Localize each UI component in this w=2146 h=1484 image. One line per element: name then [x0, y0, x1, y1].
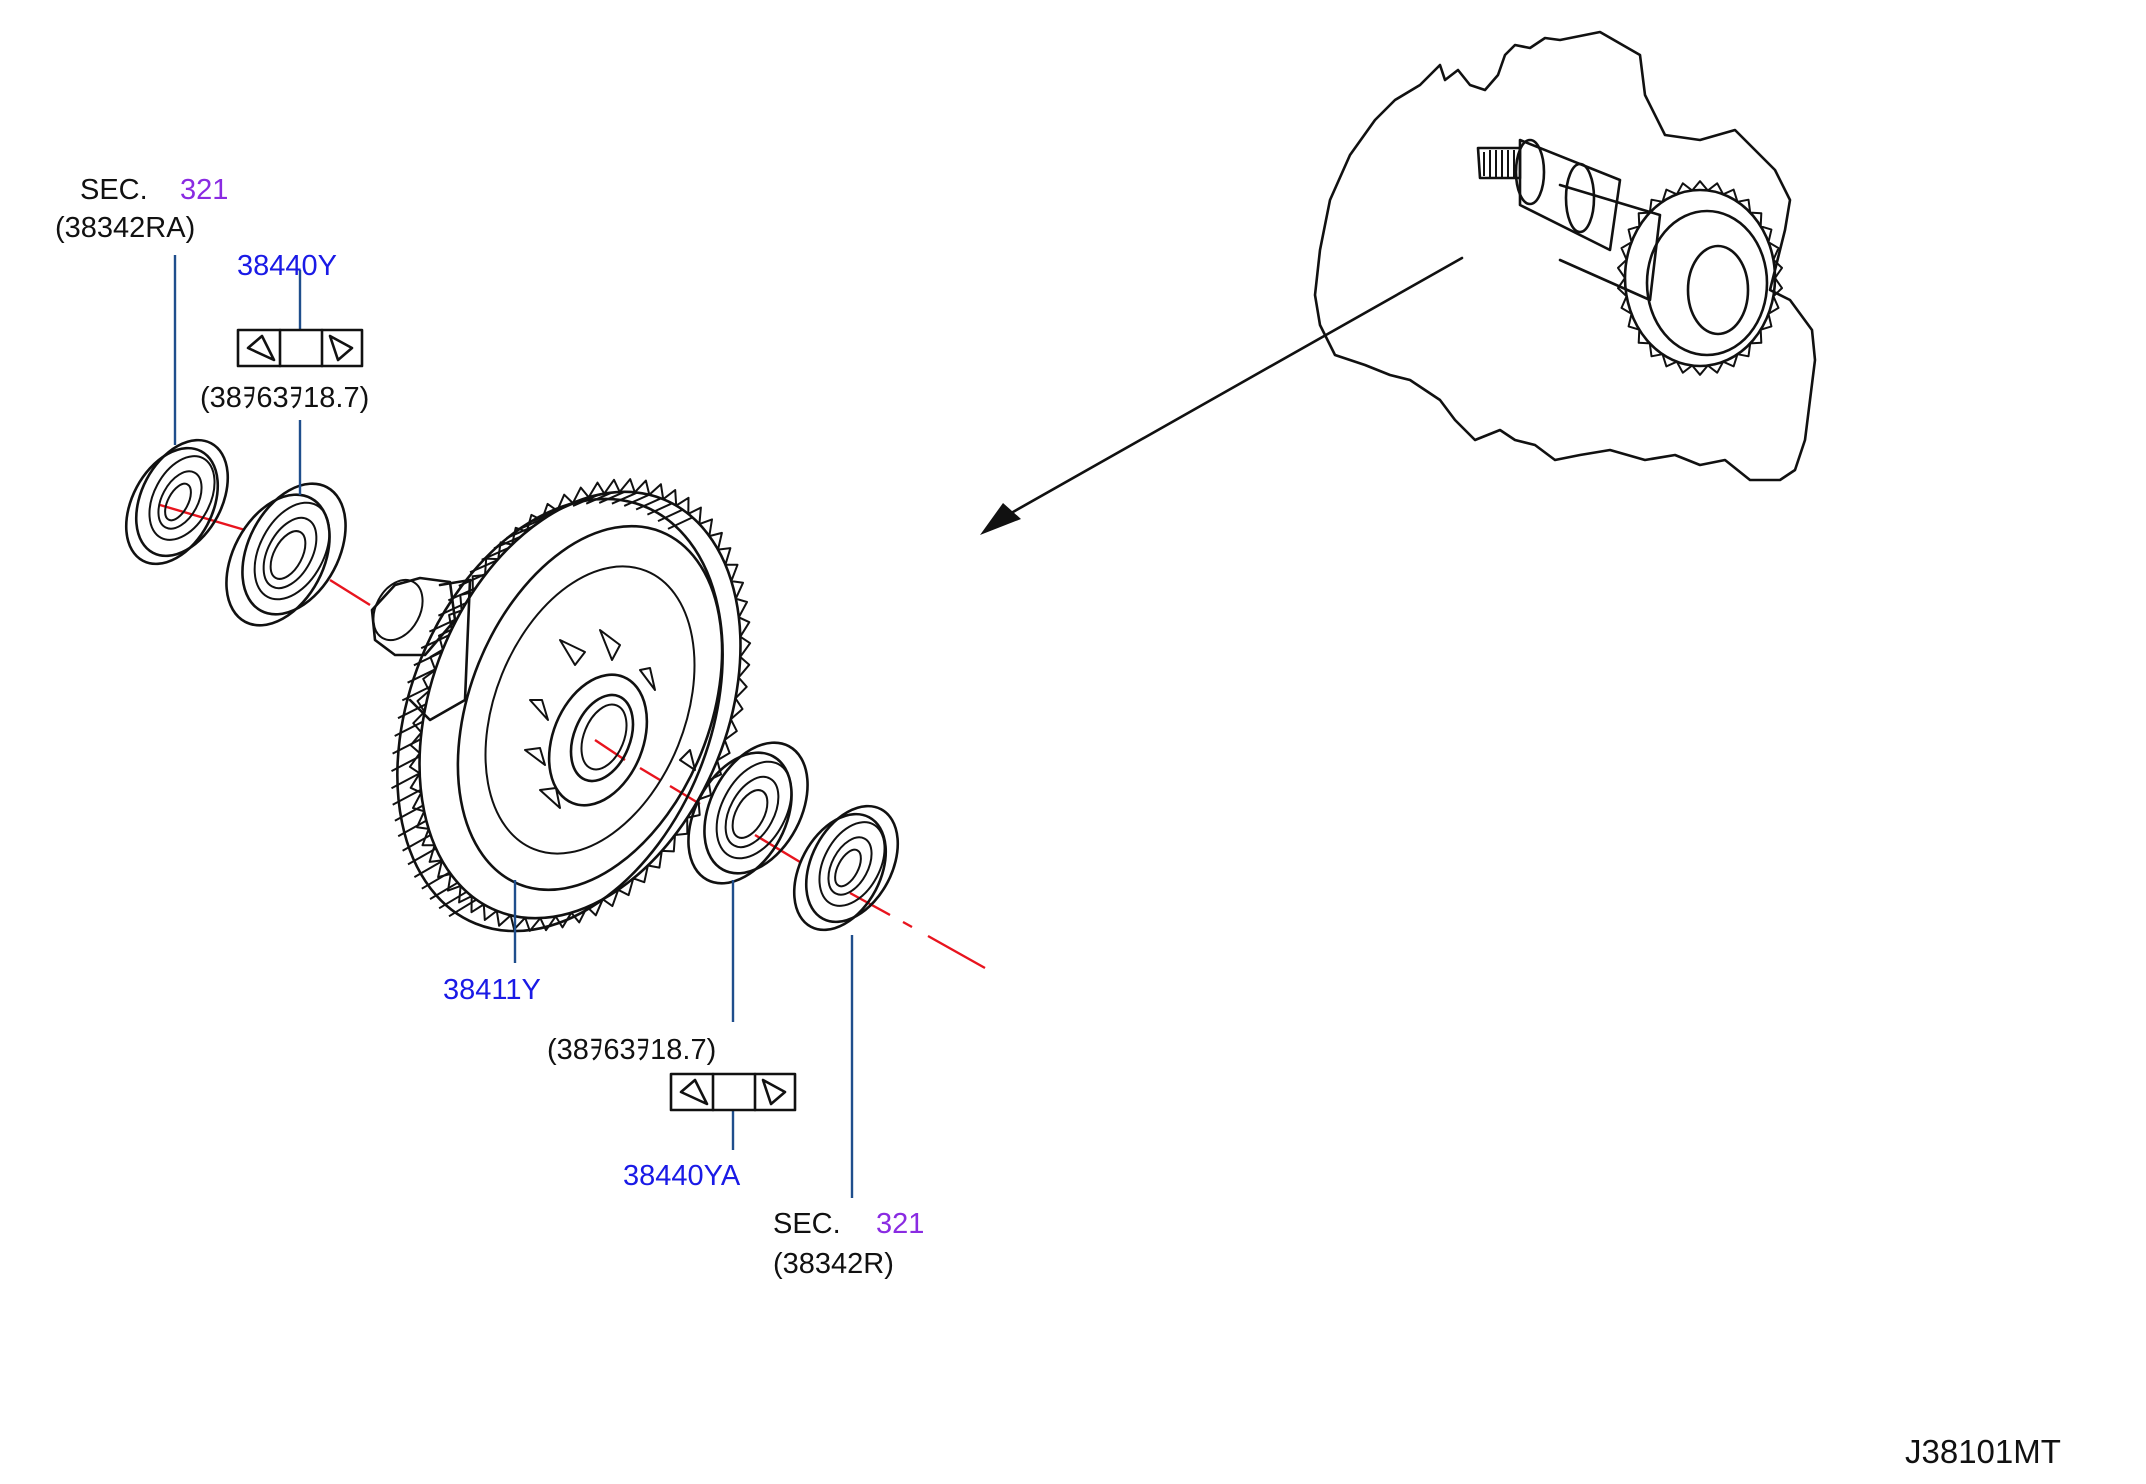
- gear-tooth-profile: [1617, 180, 1783, 376]
- helical-tooth-line: [438, 890, 468, 910]
- oil-seal-right[interactable]: [776, 790, 917, 945]
- helical-tooth-line: [646, 502, 673, 516]
- bearing-dimensions-bottom: (38ｦ63ｦ18.7): [547, 1034, 717, 1066]
- helical-tooth-line: [458, 572, 487, 587]
- helical-tooth-line: [623, 493, 650, 507]
- helical-tooth-line: [429, 881, 459, 900]
- helical-tooth-line: [421, 871, 451, 890]
- helical-tooth-line: [392, 788, 422, 806]
- diagram-code: J38101MT: [1905, 1433, 2061, 1470]
- helical-tooth-line: [657, 508, 684, 523]
- helical-tooth-line: [401, 685, 431, 702]
- inset-callout-arrow: [980, 256, 1464, 535]
- helical-tooth-line: [402, 834, 432, 852]
- helical-tooth-line: [407, 668, 437, 684]
- helical-tooth-line: [391, 755, 421, 772]
- helical-tooth-line: [448, 898, 477, 918]
- bearing-38440YA[interactable]: [667, 725, 828, 901]
- ref-part-38342RA: (38342RA): [55, 212, 196, 244]
- helical-tooth-line: [572, 493, 600, 507]
- section-label-bottom: SEC.: [773, 1208, 841, 1240]
- bearing-dimensions-top: (38ｦ63ｦ18.7): [200, 382, 370, 414]
- part-link-38411Y[interactable]: 38411Y: [443, 974, 541, 1006]
- gear-tooth-profile: [408, 478, 752, 932]
- arrowhead-pair-box-icon: [236, 328, 364, 368]
- helical-tooth-line: [437, 602, 467, 617]
- helical-tooth-line: [428, 617, 458, 633]
- helical-tooth-line: [635, 497, 662, 511]
- helical-tooth-line: [585, 491, 613, 505]
- helical-tooth-line: [392, 738, 422, 755]
- helical-tooth-line: [667, 516, 693, 530]
- helical-tooth-line: [519, 516, 547, 530]
- helical-tooth-line: [506, 525, 534, 539]
- helical-tooth-line: [394, 720, 424, 737]
- helical-tooth-line: [598, 490, 626, 504]
- part-link-38440Y[interactable]: 38440Y: [237, 250, 337, 282]
- helical-tooth-line: [559, 497, 586, 511]
- bearing-38440Y[interactable]: [205, 466, 366, 643]
- helical-teeth-lines: [391, 490, 693, 918]
- helical-tooth-line: [391, 772, 421, 790]
- inset-gear-teeth: [1617, 180, 1783, 376]
- helical-tooth-line: [413, 651, 443, 667]
- transaxle-case-inset: [1313, 30, 1817, 482]
- ref-part-38342R: (38342R): [773, 1248, 894, 1280]
- helical-tooth-line: [493, 535, 522, 550]
- leader-lines: [173, 255, 854, 1198]
- helical-tooth-line: [420, 634, 450, 650]
- differential-assembly-38411Y[interactable]: [337, 444, 801, 980]
- part-link-38440YA[interactable]: 38440YA: [623, 1160, 741, 1192]
- helical-tooth-line: [469, 559, 498, 574]
- helical-tooth-line: [397, 819, 427, 838]
- helical-tooth-line: [447, 587, 477, 602]
- oil-seal-left[interactable]: [108, 424, 247, 579]
- ring-gear-teeth: [408, 478, 752, 932]
- section-label-top: SEC.: [80, 174, 148, 206]
- section-link-321-top[interactable]: 321: [180, 174, 229, 206]
- helical-tooth-line: [397, 703, 427, 720]
- helical-tooth-line: [611, 491, 638, 505]
- helical-tooth-line: [394, 804, 424, 822]
- helical-tooth-line: [407, 847, 437, 866]
- helical-tooth-line: [413, 860, 443, 878]
- arrowhead-pair-box-icon: [669, 1072, 797, 1112]
- helical-tooth-line: [481, 546, 510, 561]
- section-link-321-bottom[interactable]: 321: [876, 1208, 925, 1240]
